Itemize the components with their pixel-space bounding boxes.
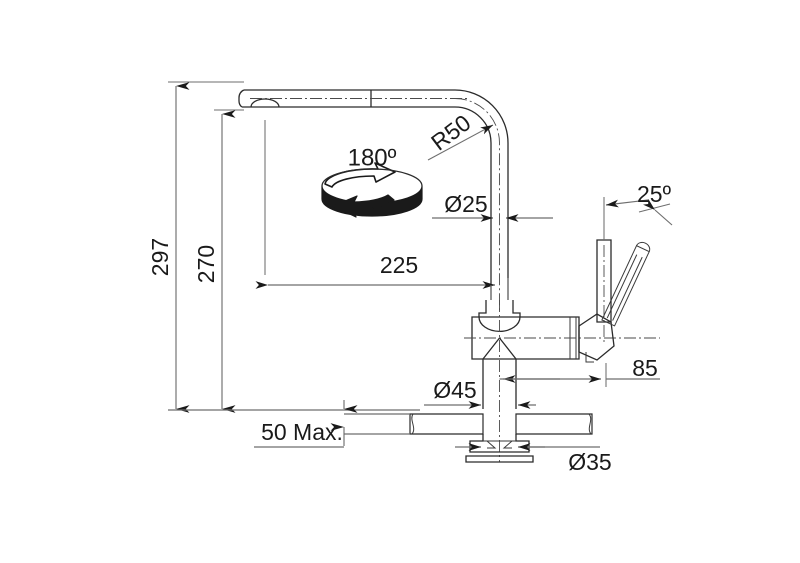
countertop-slab bbox=[409, 413, 593, 435]
dimension-base-diameter: Ø45 bbox=[424, 377, 536, 409]
dimension-handle-tilt: 25º bbox=[603, 181, 673, 240]
dimension-label-d45: Ø45 bbox=[433, 377, 476, 403]
dimension-hole-diameter: Ø35 bbox=[455, 443, 612, 475]
dimension-label-180deg: 180º bbox=[348, 144, 397, 171]
faucet-body-block bbox=[464, 300, 660, 462]
dimension-label-225: 225 bbox=[380, 252, 418, 278]
dimension-label-d25: Ø25 bbox=[444, 191, 487, 217]
spout-horizontal-arm bbox=[238, 89, 470, 108]
lever-handle-upright bbox=[578, 239, 615, 363]
dimension-bend-radius: R50 bbox=[426, 109, 494, 161]
dimension-counter-thickness: 50 Max. bbox=[254, 400, 410, 448]
dimension-tube-diameter: Ø25 bbox=[432, 191, 553, 222]
dimension-label-50max: 50 Max. bbox=[261, 419, 343, 445]
dimension-spout-height: 270 bbox=[193, 109, 244, 413]
dimension-label-85: 85 bbox=[632, 355, 658, 381]
dimension-spout-reach: 225 bbox=[255, 120, 509, 300]
dimension-handle-offset: 85 bbox=[499, 355, 660, 387]
dimension-label-270: 270 bbox=[193, 245, 219, 283]
dimension-overall-height: 297 bbox=[147, 81, 244, 413]
swivel-rotation-symbol: 180º bbox=[321, 144, 423, 218]
lever-handle-tilted bbox=[601, 241, 651, 327]
dimension-label-297: 297 bbox=[147, 238, 173, 276]
mounting-hardware bbox=[465, 434, 534, 463]
faucet-body-group bbox=[238, 89, 660, 463]
dimension-label-25deg: 25º bbox=[637, 181, 672, 207]
dimension-label-d35: Ø35 bbox=[568, 449, 611, 475]
spout-elbow-and-column bbox=[454, 89, 509, 312]
dimension-label-r50: R50 bbox=[426, 109, 475, 155]
